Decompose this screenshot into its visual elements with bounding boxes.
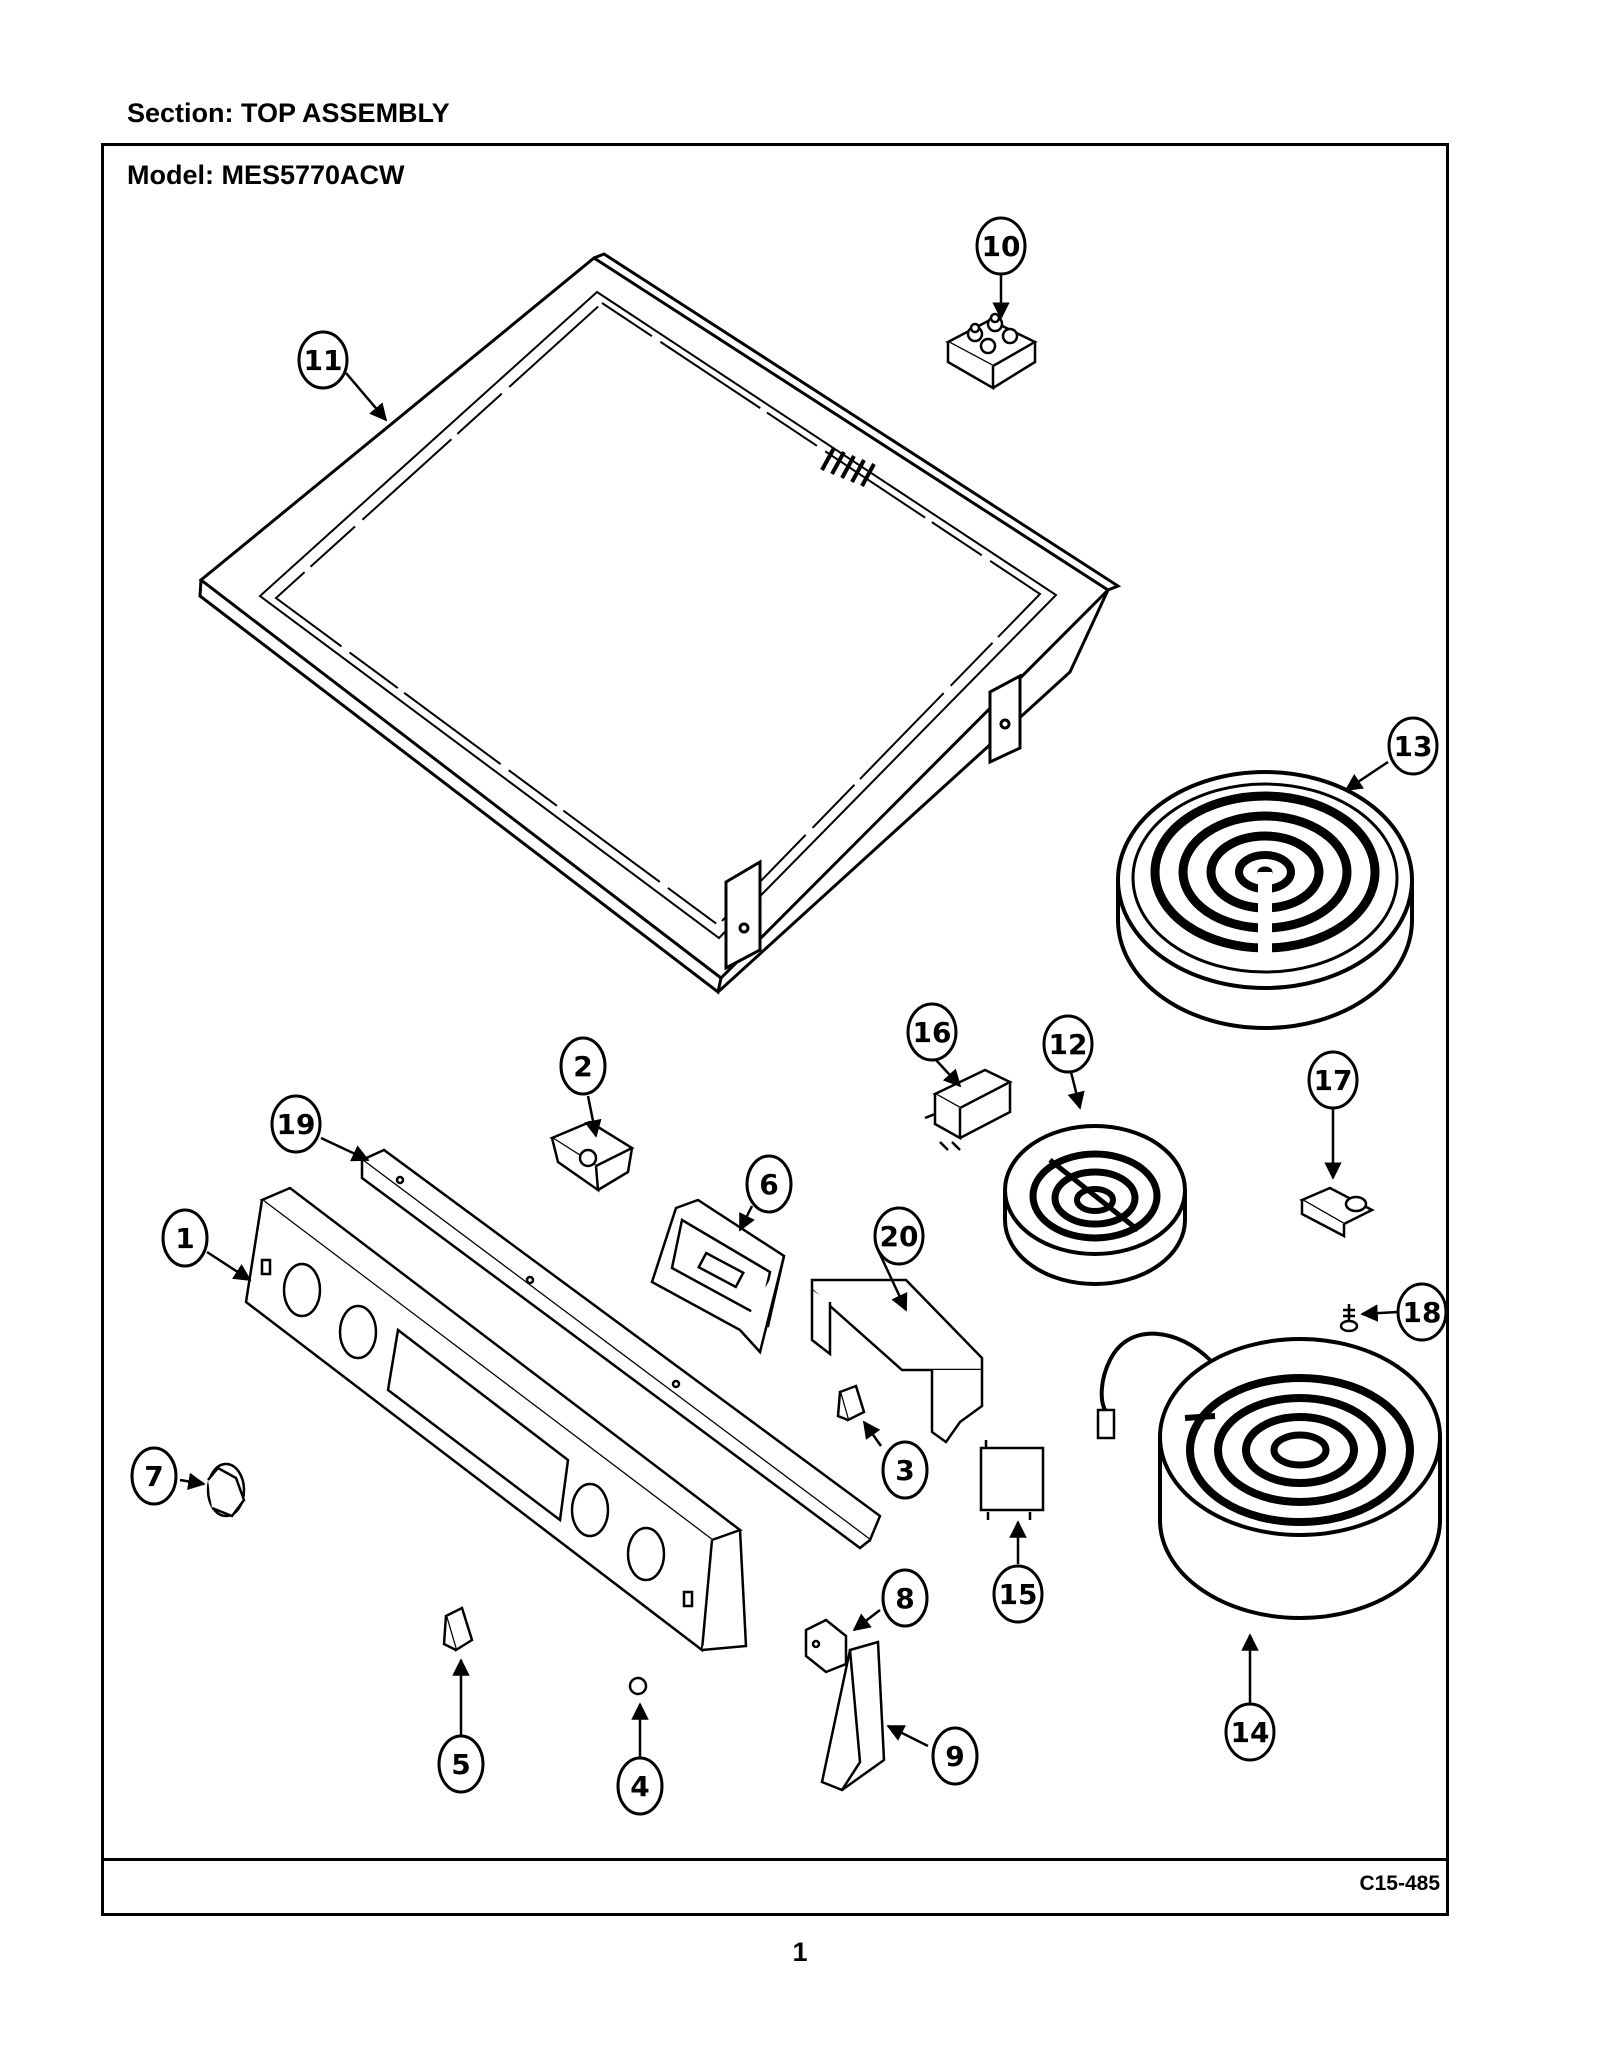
small-surface-element-part [1003, 1124, 1187, 1286]
svg-text:19: 19 [277, 1108, 316, 1141]
mounting-bracket-part [804, 1618, 848, 1674]
svg-text:6: 6 [759, 1168, 778, 1201]
callout-10: 10 [975, 216, 1027, 276]
manifold-panel-part [359, 1148, 882, 1550]
callout-11: 11 [297, 330, 349, 390]
svg-text:20: 20 [880, 1220, 919, 1253]
svg-text:12: 12 [1049, 1028, 1088, 1061]
callout-1: 1 [161, 1208, 209, 1268]
drawing-code: C15-485 [1359, 1872, 1440, 1895]
electronic-control-part [650, 1198, 786, 1355]
callout-13: 13 [1387, 716, 1439, 776]
callout-9: 9 [931, 1726, 979, 1786]
callout-14: 14 [1224, 1702, 1276, 1762]
svg-text:16: 16 [913, 1016, 952, 1049]
infinite-switch-part [924, 1068, 1013, 1151]
footer-divider [101, 1858, 1449, 1861]
heat-shield-part [810, 1278, 984, 1444]
callout-leaders [179, 274, 1399, 1758]
svg-text:18: 18 [1403, 1296, 1442, 1329]
callout-18: 18 [1396, 1282, 1448, 1342]
svg-text:15: 15 [999, 1578, 1038, 1611]
callout-17: 17 [1307, 1050, 1359, 1110]
diagram-frame [101, 143, 1449, 1916]
callout-20: 20 [873, 1206, 925, 1266]
screw-part [1339, 1304, 1359, 1333]
svg-text:5: 5 [451, 1748, 470, 1781]
callout-8: 8 [881, 1568, 929, 1628]
callout-2: 2 [559, 1036, 607, 1096]
svg-text:10: 10 [982, 230, 1021, 263]
lamp-switch-part [836, 1384, 866, 1422]
svg-text:3: 3 [895, 1454, 914, 1487]
callout-5: 5 [437, 1734, 485, 1794]
svg-text:8: 8 [895, 1582, 914, 1615]
svg-text:13: 13 [1394, 730, 1433, 763]
section-title: Section: TOP ASSEMBLY [127, 98, 450, 128]
model-title: Model: MES5770ACW [127, 160, 405, 190]
end-cap-part [820, 1640, 886, 1792]
rocker-switch-part [442, 1606, 474, 1652]
svg-text:4: 4 [630, 1770, 649, 1803]
control-module-part [979, 1440, 1045, 1520]
control-knob-part [206, 1462, 246, 1518]
cooktop-frame-part [198, 252, 1122, 995]
page-number: 1 [792, 1937, 808, 1967]
callout-4: 4 [616, 1756, 664, 1816]
element-bracket-part [1299, 1186, 1375, 1239]
large-surface-element-part [1116, 770, 1414, 1030]
svg-text:7: 7 [144, 1460, 163, 1493]
svg-text:2: 2 [573, 1050, 592, 1083]
large-element-with-lead-part [1096, 1331, 1442, 1620]
svg-text:11: 11 [304, 344, 343, 377]
callout-16: 16 [906, 1002, 958, 1062]
svg-text:1: 1 [175, 1222, 194, 1255]
indicator-light-part [628, 1676, 648, 1696]
callout-15: 15 [992, 1564, 1044, 1624]
svg-text:17: 17 [1314, 1064, 1353, 1097]
callout-12: 12 [1042, 1014, 1094, 1074]
callout-6: 6 [745, 1154, 793, 1214]
callout-7: 7 [130, 1446, 178, 1506]
svg-text:9: 9 [945, 1740, 964, 1773]
callout-19: 19 [270, 1094, 322, 1154]
control-panel-part [244, 1186, 748, 1653]
receptacle-part [549, 1120, 635, 1193]
terminal-block-part [945, 312, 1038, 391]
svg-text:14: 14 [1231, 1716, 1270, 1749]
callout-3: 3 [881, 1440, 929, 1500]
